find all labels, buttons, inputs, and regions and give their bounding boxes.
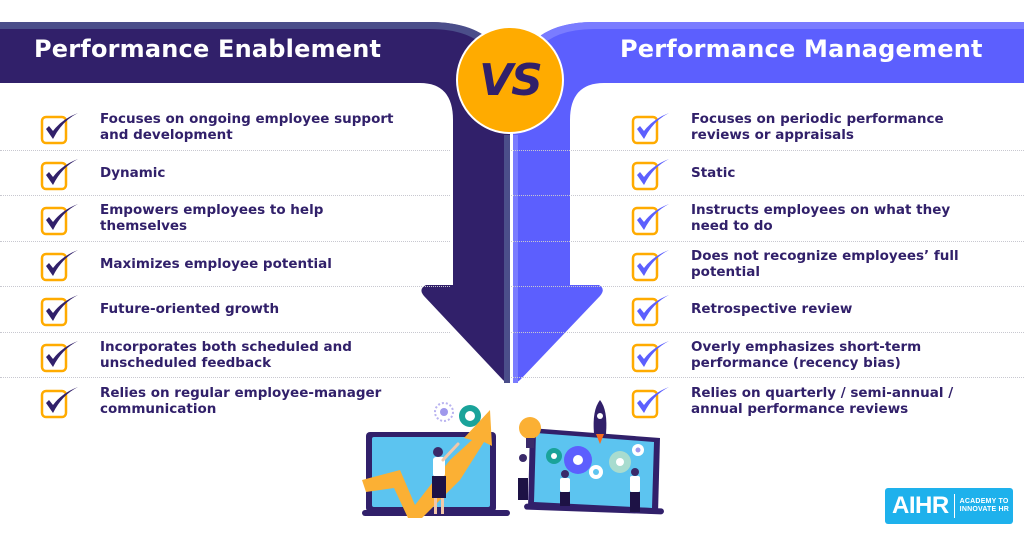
- aihr-logo: AIHR ACADEMY TO INNOVATE HR: [885, 488, 1013, 524]
- left-column-title: Performance Enablement: [34, 35, 382, 63]
- performance-management-list: Focuses on periodic performance reviews …: [511, 105, 1024, 424]
- vs-badge: VS: [456, 26, 564, 134]
- list-item: Empowers employees to help themselves: [0, 196, 450, 242]
- list-item: Retrospective review: [511, 287, 1024, 333]
- item-text: Focuses on periodic performance reviews …: [691, 111, 944, 144]
- list-item: Does not recognize employees’ full poten…: [511, 242, 1024, 287]
- growth-laptop-illustration: [362, 402, 510, 518]
- list-item: Relies on quarterly / semi-annual / annu…: [511, 378, 1024, 424]
- checkbox-checked-icon: [40, 109, 78, 145]
- item-text: Future-oriented growth: [100, 301, 280, 318]
- teamwork-gears-laptop-illustration: [518, 400, 664, 515]
- list-item: Dynamic: [0, 151, 450, 196]
- item-text: Does not recognize employees’ full poten…: [691, 247, 959, 280]
- item-text: Relies on regular employee-manager commu…: [100, 384, 382, 417]
- list-item: Relies on regular employee-manager commu…: [0, 378, 450, 424]
- checkbox-checked-icon: [631, 337, 669, 373]
- checkbox-checked-icon: [40, 291, 78, 327]
- list-item: Incorporates both scheduled and unschedu…: [0, 333, 450, 378]
- checkbox-checked-icon: [40, 200, 78, 236]
- checkbox-checked-icon: [631, 200, 669, 236]
- item-text: Overly emphasizes short-term performance…: [691, 338, 922, 371]
- logo-tagline-line1: ACADEMY TO: [959, 497, 1009, 505]
- item-text: Relies on quarterly / semi-annual / annu…: [691, 384, 954, 417]
- logo-divider: [953, 494, 955, 518]
- item-text: Focuses on ongoing employee support and …: [100, 111, 394, 144]
- item-text: Retrospective review: [691, 301, 853, 318]
- checkbox-checked-icon: [40, 155, 78, 191]
- checkbox-checked-icon: [631, 155, 669, 191]
- list-item: Overly emphasizes short-term performance…: [511, 333, 1024, 378]
- list-item: Static: [511, 151, 1024, 196]
- left-header-bar: [0, 22, 510, 285]
- right-column-title: Performance Management: [620, 35, 983, 63]
- checkbox-checked-icon: [40, 383, 78, 419]
- checkbox-checked-icon: [631, 383, 669, 419]
- performance-enablement-list: Focuses on ongoing employee support and …: [0, 105, 450, 424]
- item-text: Dynamic: [100, 164, 166, 181]
- right-arrow-head: [513, 285, 603, 383]
- left-arrow-head: [421, 285, 510, 383]
- list-item: Instructs employees on what they need to…: [511, 196, 1024, 242]
- checkbox-checked-icon: [40, 246, 78, 282]
- list-item: Future-oriented growth: [0, 287, 450, 333]
- checkbox-checked-icon: [631, 291, 669, 327]
- right-header-bar: [513, 22, 1024, 285]
- logo-tagline: ACADEMY TO INNOVATE HR: [960, 498, 1009, 515]
- logo-mark: AIHR: [892, 492, 949, 519]
- item-text: Instructs employees on what they need to…: [691, 202, 951, 235]
- logo-tagline-line2: INNOVATE HR: [959, 506, 1010, 513]
- checkbox-checked-icon: [631, 246, 669, 282]
- item-text: Incorporates both scheduled and unschedu…: [100, 338, 352, 371]
- list-item: Focuses on ongoing employee support and …: [0, 105, 450, 151]
- item-text: Maximizes employee potential: [100, 255, 332, 272]
- checkbox-checked-icon: [631, 109, 669, 145]
- list-item: Focuses on periodic performance reviews …: [511, 105, 1024, 151]
- item-text: Static: [691, 164, 736, 181]
- checkbox-checked-icon: [40, 337, 78, 373]
- item-text: Empowers employees to help themselves: [100, 202, 324, 235]
- list-item: Maximizes employee potential: [0, 242, 450, 287]
